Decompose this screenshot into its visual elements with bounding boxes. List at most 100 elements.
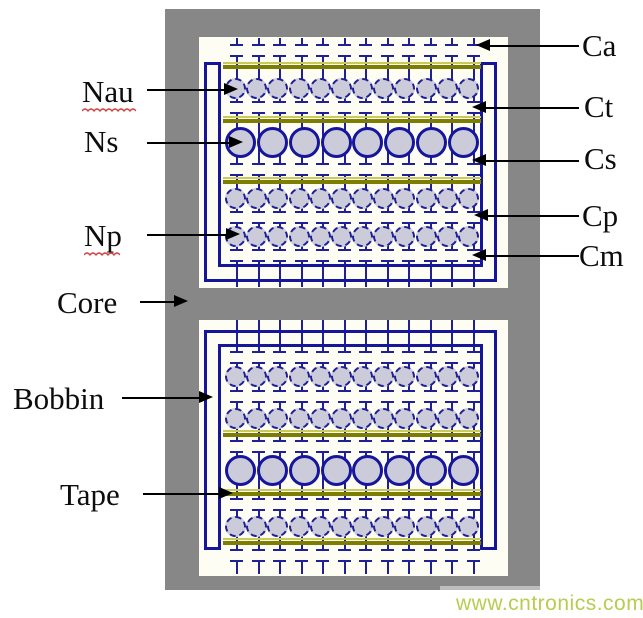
- capacitor-symbol: [445, 211, 458, 224]
- winding-turn: [288, 127, 320, 158]
- winding-row-ns: [225, 127, 479, 158]
- capacitor-symbol: [467, 390, 480, 403]
- wire-column: [279, 38, 281, 287]
- capacitor-symbol: [273, 440, 286, 453]
- winding-row: [225, 516, 479, 537]
- capacitor-symbol: [338, 440, 351, 453]
- capacitor-symbol: [230, 498, 243, 511]
- winding-turn: [330, 366, 352, 387]
- winding-turn: [457, 516, 479, 537]
- capacitor-symbol: [424, 351, 437, 364]
- winding-turn: [267, 366, 289, 387]
- wire-column: [430, 38, 432, 287]
- winding-turn: [394, 366, 416, 387]
- capacitor-symbol: [381, 498, 394, 511]
- capacitor-symbol: [295, 211, 308, 224]
- winding-turn: [267, 78, 289, 99]
- tape-light-line: [223, 62, 481, 64]
- capacitor-symbol: [338, 390, 351, 403]
- winding-row: [225, 408, 479, 429]
- capacitor-symbol: [295, 101, 308, 114]
- wire-column: [344, 38, 346, 287]
- winding-turn: [457, 408, 479, 429]
- capacitor-symbol: [402, 440, 415, 453]
- capacitor-symbol: [359, 549, 372, 562]
- arrow-line-bobbin: [122, 397, 200, 399]
- winding-turn: [309, 78, 331, 99]
- tape-bar: [223, 116, 481, 123]
- tape-dark-line: [223, 119, 481, 123]
- winding-turn: [309, 408, 331, 429]
- winding-turn: [457, 188, 479, 209]
- winding-turn: [416, 455, 448, 486]
- winding-turn: [384, 127, 416, 158]
- winding-turn: [256, 127, 288, 158]
- capacitor-symbol: [381, 549, 394, 562]
- tape-light-line: [223, 489, 481, 491]
- bobbin-inner-wall: [218, 344, 483, 547]
- wire-column: [301, 38, 303, 287]
- winding-turn: [415, 188, 437, 209]
- capacitor-symbol: [445, 498, 458, 511]
- winding-turn: [447, 127, 479, 158]
- watermark-band: [440, 586, 643, 613]
- capacitor-symbol: [402, 498, 415, 511]
- capacitor-symbol: [316, 351, 329, 364]
- tape-dark-line: [223, 492, 481, 496]
- capacitor-symbol: [424, 498, 437, 511]
- winding-turn: [320, 127, 352, 158]
- label-cp: Cp: [582, 198, 619, 233]
- winding-turn: [352, 226, 374, 247]
- label-bobbin: Bobbin: [13, 381, 105, 416]
- winding-turn: [352, 127, 384, 158]
- tape-dark-line: [223, 180, 481, 184]
- capacitor-symbol: [467, 549, 480, 562]
- capacitor-symbol: [295, 44, 308, 57]
- winding-turn: [352, 408, 374, 429]
- capacitor-symbol: [338, 351, 351, 364]
- capacitor-symbol: [273, 549, 286, 562]
- winding-turn: [394, 226, 416, 247]
- capacitor-symbol: [273, 101, 286, 114]
- capacitor-symbol: [359, 163, 372, 176]
- capacitor-symbol: [316, 549, 329, 562]
- winding-turn: [288, 408, 310, 429]
- capacitor-symbol: [252, 440, 265, 453]
- spellcheck-squiggle-icon: [84, 252, 120, 257]
- capacitor-symbol: [316, 44, 329, 57]
- capacitor-symbol: [252, 498, 265, 511]
- tape-bar: [223, 430, 481, 437]
- wire-column: [322, 38, 324, 287]
- capacitor-symbol: [230, 390, 243, 403]
- arrow-line-core: [140, 301, 175, 303]
- capacitor-symbol: [445, 351, 458, 364]
- winding-turn: [330, 516, 352, 537]
- wire-column: [451, 38, 453, 287]
- winding-turn: [330, 408, 352, 429]
- winding-turn: [309, 226, 331, 247]
- winding-turn: [288, 516, 310, 537]
- capacitor-symbol: [273, 390, 286, 403]
- capacitor-symbol: [316, 163, 329, 176]
- tape-dark-line: [223, 541, 481, 545]
- capacitor-symbol: [402, 163, 415, 176]
- winding-turn: [394, 188, 416, 209]
- capacitor-symbol: [359, 390, 372, 403]
- capacitor-symbol: [252, 101, 265, 114]
- capacitor-symbol: [359, 498, 372, 511]
- winding-turn: [225, 408, 246, 429]
- winding-turn: [415, 516, 437, 537]
- winding-turn: [394, 516, 416, 537]
- capacitor-symbol: [424, 44, 437, 57]
- tape-light-line: [223, 116, 481, 118]
- winding-turn: [373, 366, 395, 387]
- capacitor-symbol: [252, 249, 265, 262]
- arrow-line-cp: [487, 215, 579, 217]
- capacitor-symbol: [424, 163, 437, 176]
- winding-turn: [225, 366, 246, 387]
- winding-turn: [267, 408, 289, 429]
- arrowhead-cm: [472, 249, 486, 261]
- wire-column: [236, 38, 238, 287]
- capacitor-symbol: [230, 44, 243, 57]
